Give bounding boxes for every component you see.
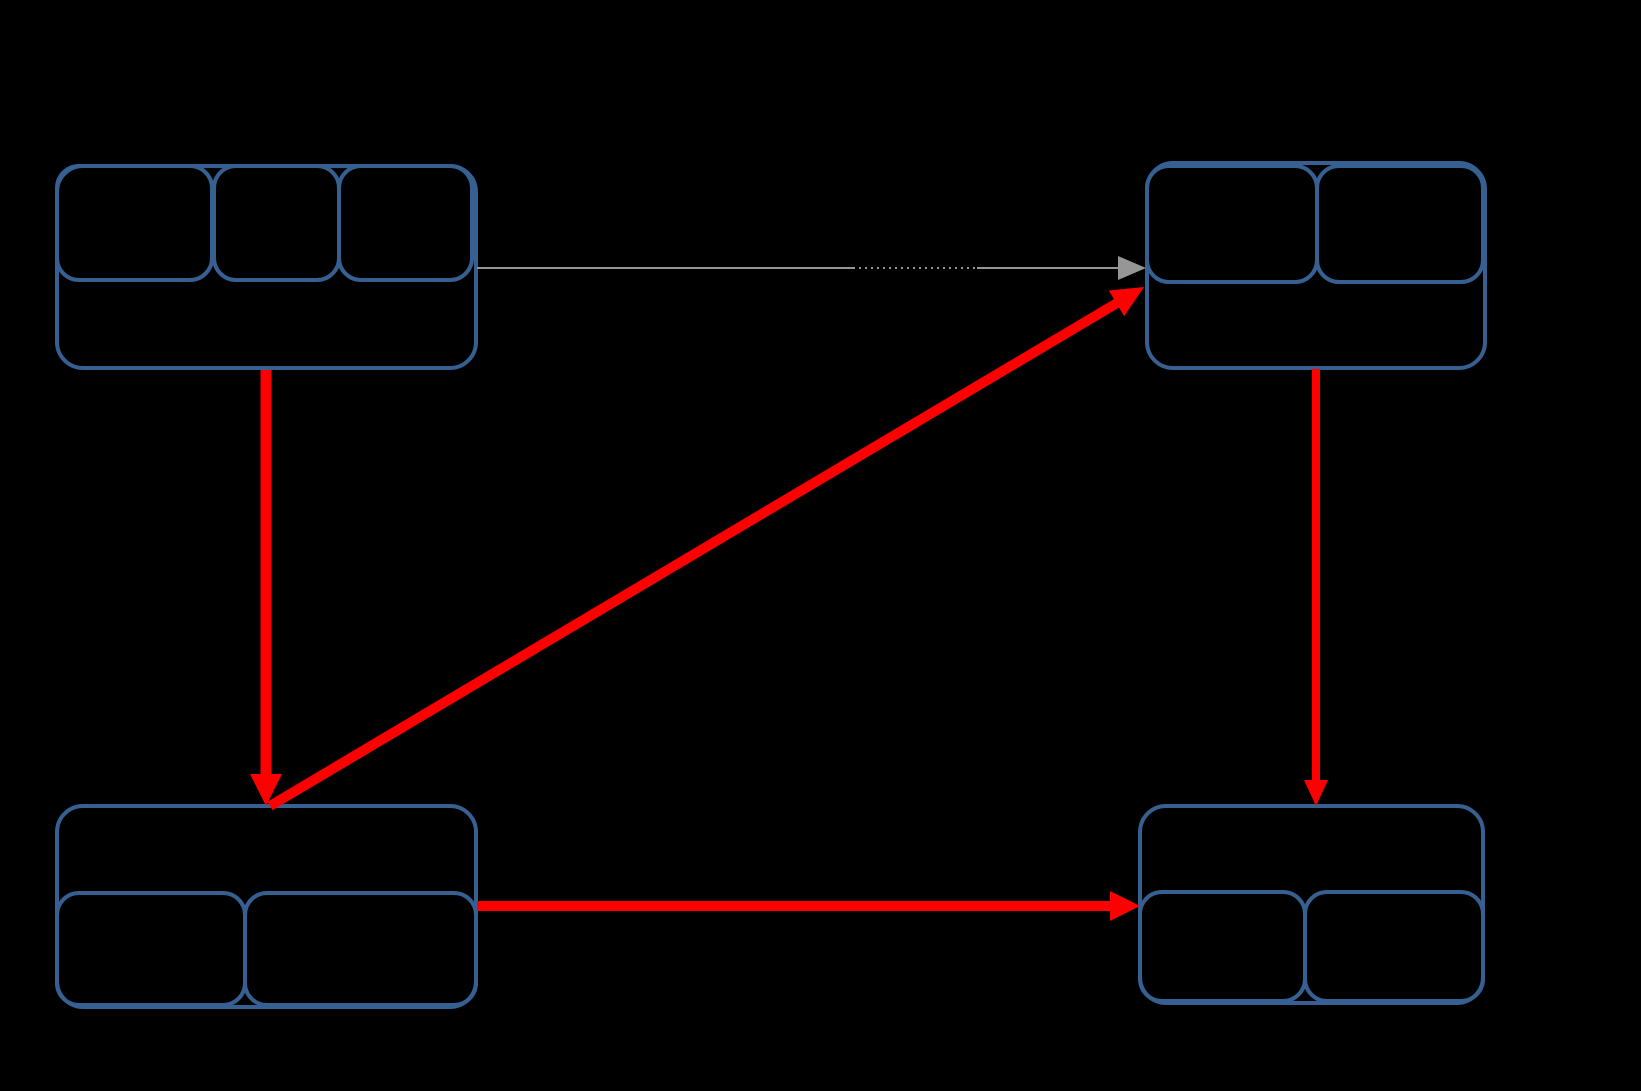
node-top-left-outline <box>55 164 478 370</box>
arrow-red-top-right-to-bottom-right-head <box>1304 780 1328 806</box>
node-bottom-left-outline <box>55 804 478 1009</box>
node-bottom-right-cell-1 <box>1138 890 1307 1003</box>
node-bottom-left-cell-2 <box>243 891 478 1007</box>
arrow-red-bottom-left-to-top-right-head <box>1108 287 1144 317</box>
node-bottom-right-cell-2 <box>1303 890 1485 1003</box>
arrow-gray-top-left-to-top-right-head <box>1118 256 1146 280</box>
arrow-red-top-left-to-bottom-left-head <box>250 774 282 806</box>
node-top-right-cell-2 <box>1315 164 1485 284</box>
node-bottom-left-cell-1 <box>55 891 247 1007</box>
node-top-left-cell-3 <box>337 164 474 282</box>
node-top-right-cell-1 <box>1145 164 1319 284</box>
arrow-red-bottom-left-to-bottom-right-head <box>1110 891 1140 921</box>
node-bottom-right-outline <box>1138 804 1485 1005</box>
node-top-left-cell-1 <box>55 164 214 282</box>
node-top-left-cell-2 <box>212 164 341 282</box>
arrow-red-bottom-left-to-top-right-shaft <box>267 294 1126 811</box>
